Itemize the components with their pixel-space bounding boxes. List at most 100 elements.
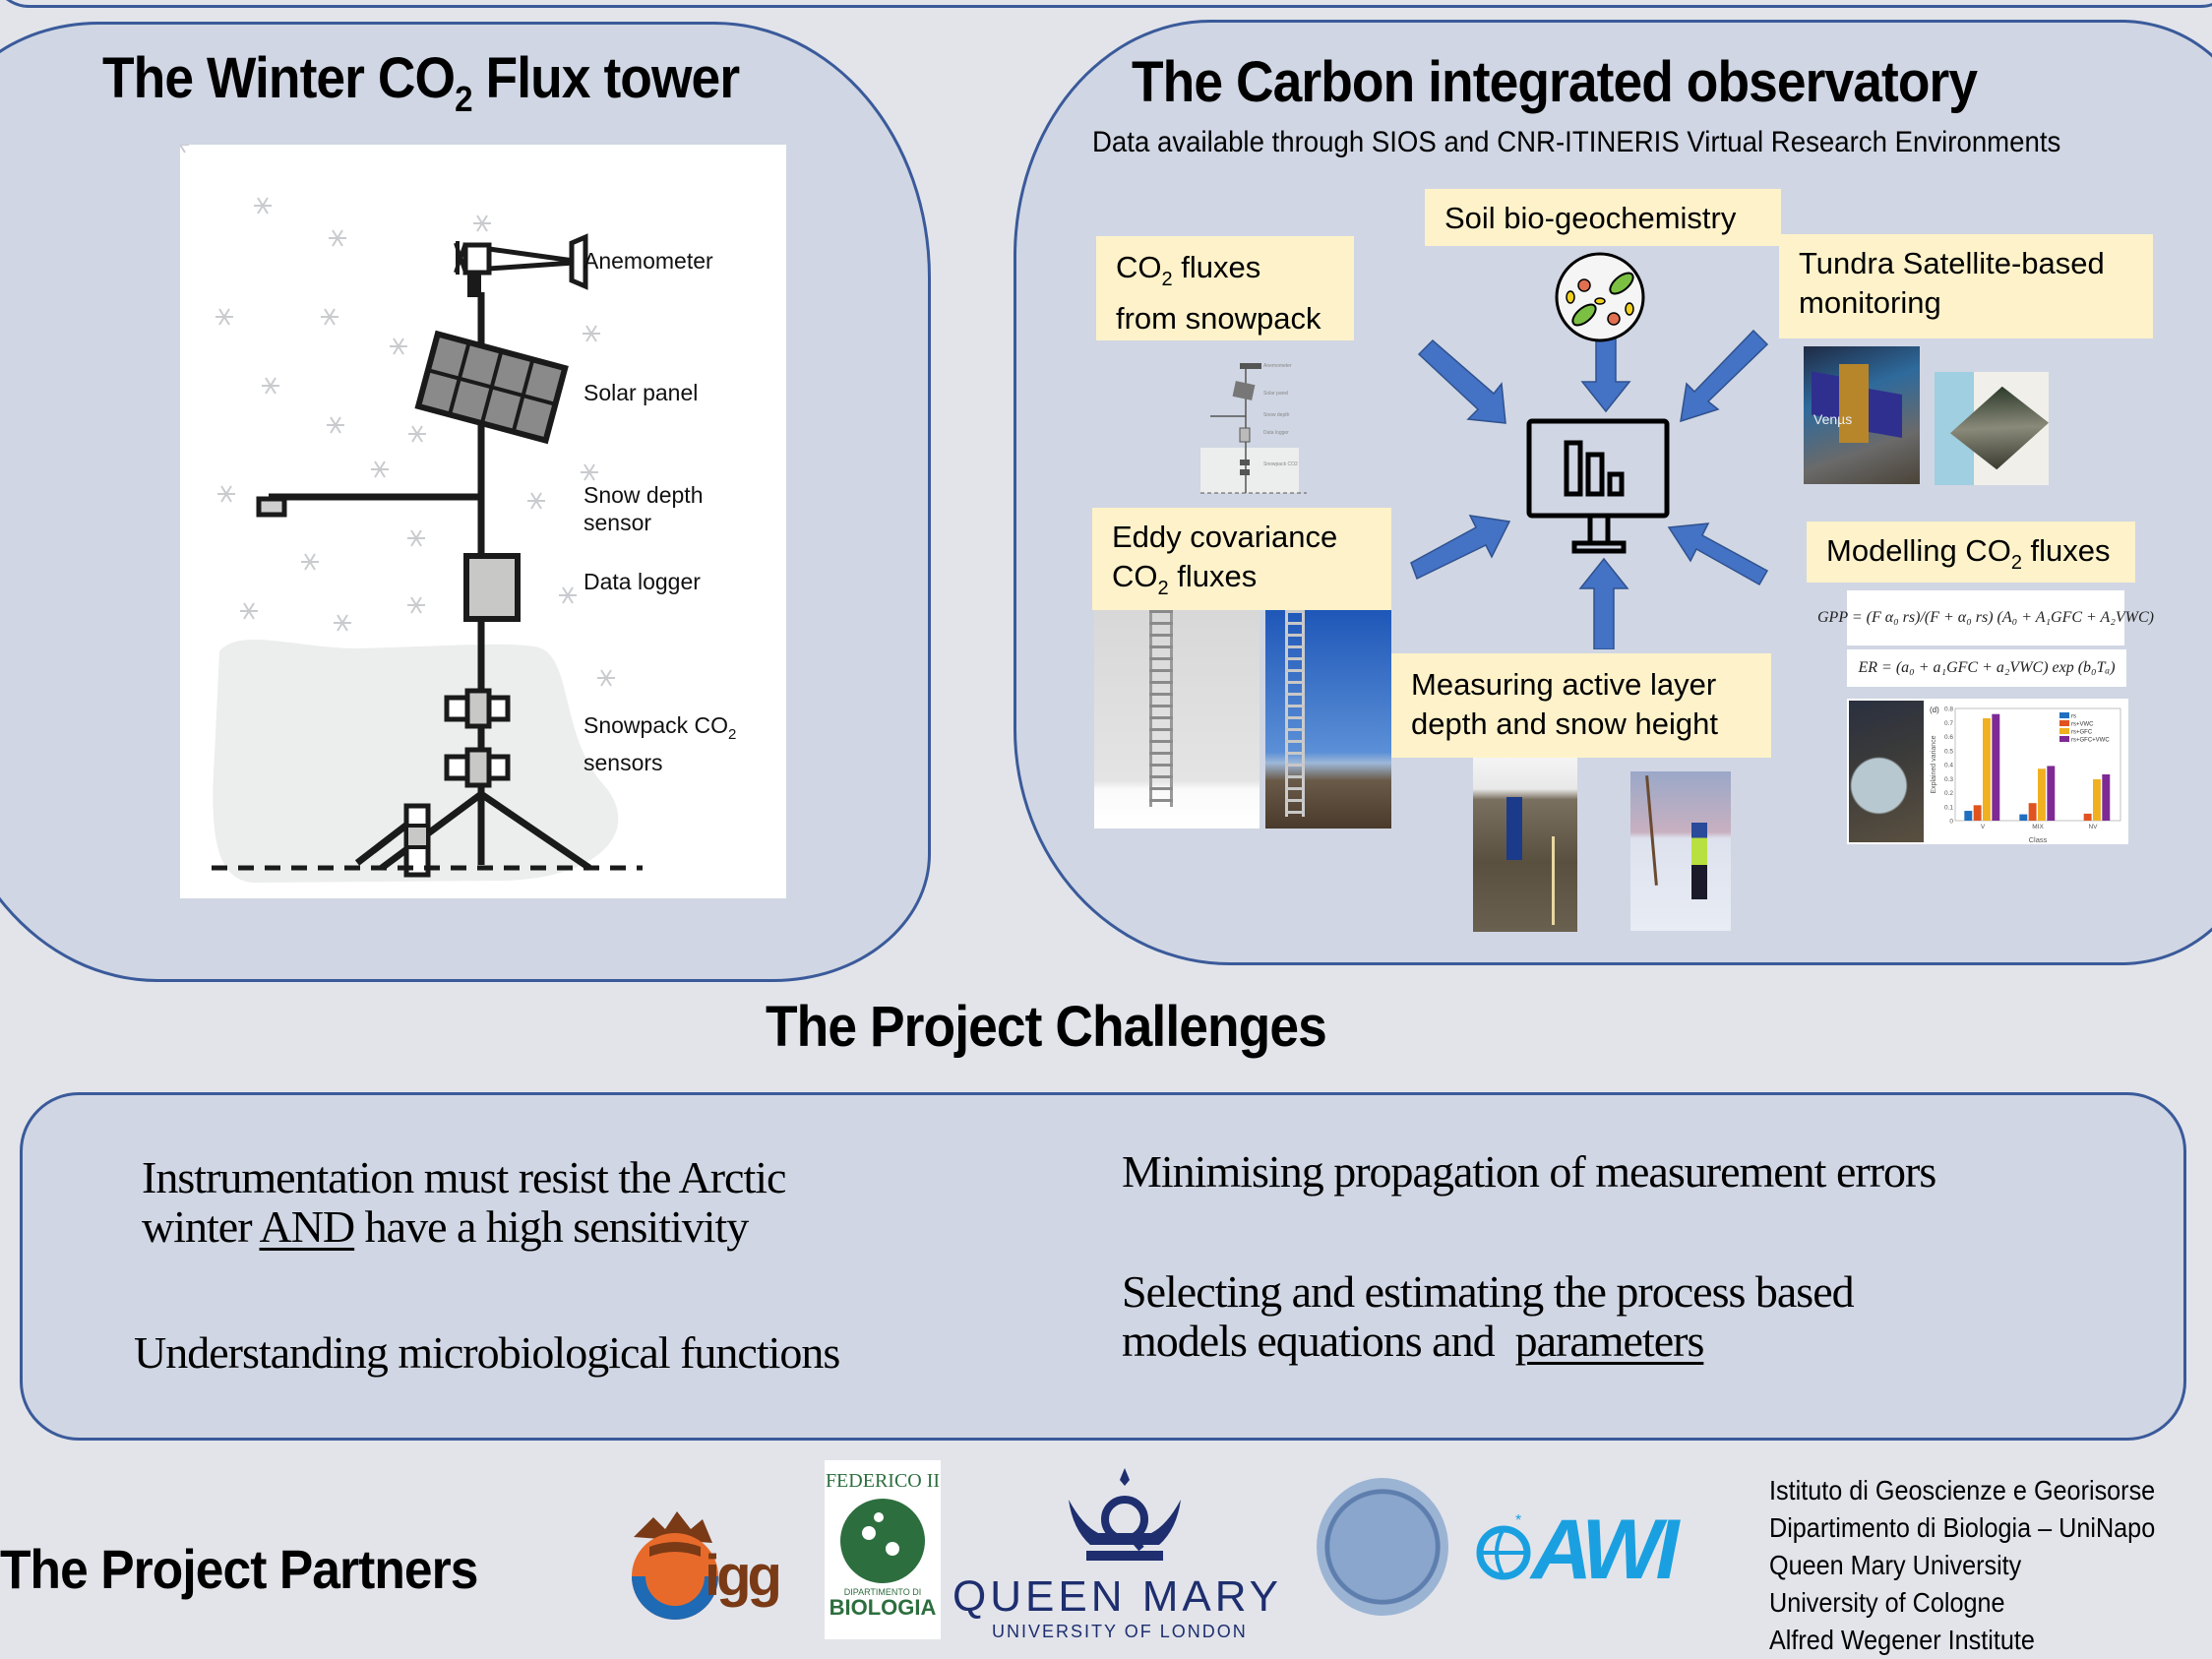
- snow-pole: [1645, 775, 1658, 886]
- x-tick-label: V: [1981, 824, 1986, 830]
- venus-label: Venµs: [1813, 411, 1853, 427]
- data-logger-icon: [463, 553, 521, 622]
- box-active-layer: Measuring active layer depth and snow he…: [1391, 653, 1771, 758]
- bar-rs-gfc-vwc: [1992, 713, 2000, 821]
- igg-logo: igg: [614, 1498, 789, 1624]
- y-axis-label: Explained variance: [1931, 735, 1937, 793]
- snow-height-photo: [1630, 771, 1731, 931]
- queen-mary-name: QUEEN MARY: [952, 1572, 1283, 1621]
- box-line: Measuring active layer: [1411, 667, 1717, 702]
- box-line: fluxes: [1168, 559, 1258, 593]
- y-tick-label: 0.8: [1944, 707, 1953, 713]
- bar-rs-vwc: [2083, 813, 2092, 821]
- label-anemometer: Anemometer: [584, 248, 713, 274]
- challenges-heading: The Project Challenges: [766, 995, 1327, 1059]
- challenge-measurement-errors: Minimising propagation of measurement er…: [1122, 1146, 1936, 1197]
- x-tick-label: MIX: [2032, 824, 2044, 830]
- box-line: monitoring: [1799, 285, 1941, 320]
- bar-rs-gfc-vwc: [2102, 773, 2111, 821]
- challenge-line: Instrumentation must resist the Arctic: [142, 1152, 786, 1202]
- box-eddy-covariance: Eddy covariance CO2 fluxes: [1092, 508, 1391, 610]
- bar-rs: [1964, 811, 1973, 821]
- federico-title: FEDERICO II: [825, 1470, 941, 1492]
- box-line: Eddy covariance: [1112, 520, 1338, 554]
- title-subscript: 2: [455, 79, 472, 119]
- box-line: fluxes: [2021, 533, 2111, 568]
- x-axis-label: Class: [2029, 835, 2048, 844]
- title-text-rest: Flux tower: [471, 46, 741, 110]
- challenge-instrumentation: Instrumentation must resist the Arctic w…: [142, 1152, 786, 1252]
- explained-variance-chart: 00.10.20.30.40.50.60.70.8(d)Explained va…: [1930, 706, 2121, 844]
- box-line: Tundra Satellite-based: [1799, 246, 2105, 280]
- challenge-microbiological: Understanding microbiological functions: [134, 1327, 840, 1378]
- challenge-emphasis: parameters: [1514, 1316, 1705, 1366]
- active-layer-photo: [1473, 758, 1577, 932]
- chart-title: (d): [1930, 706, 1939, 714]
- solar-panel-icon: [414, 330, 569, 445]
- box-satellite-monitoring: Tundra Satellite-based monitoring: [1779, 234, 2153, 338]
- legend-swatch: [2059, 728, 2069, 734]
- partner-item: Alfred Wegener Institute: [1769, 1625, 2035, 1655]
- arrow-from-right-icon: [1667, 522, 1769, 586]
- satellite-map-image: [1935, 372, 2049, 485]
- snow-depth-sensor-icon: [256, 496, 287, 518]
- y-tick-label: 0.7: [1944, 720, 1953, 727]
- y-tick-label: 0.3: [1944, 776, 1953, 783]
- university-cologne-seal-icon: [1317, 1478, 1448, 1616]
- label-line: Snowpack CO: [584, 712, 729, 738]
- svg-text:Snow depth: Snow depth: [1263, 412, 1290, 418]
- bar-rs-gfc: [2093, 778, 2101, 821]
- svg-text:Anemometer: Anemometer: [1263, 363, 1292, 369]
- y-tick-label: 0.4: [1944, 763, 1953, 769]
- arrow-from-left-icon: [1410, 515, 1511, 581]
- arrow-from-bottom-icon: [1578, 557, 1629, 649]
- microbes-icon: [1555, 252, 1645, 342]
- y-tick-label: 0.6: [1944, 734, 1953, 741]
- partner-item: Dipartimento di Biologia – UniNapo: [1769, 1512, 2156, 1543]
- y-tick-label: 0.5: [1944, 748, 1953, 755]
- monitor-chart-icon: [1526, 418, 1670, 554]
- partner-item: Queen Mary University: [1769, 1550, 2022, 1580]
- label-line: Snow depth: [584, 482, 704, 508]
- challenge-line: have a high sensitivity: [354, 1201, 750, 1252]
- satellite-body: [1839, 364, 1869, 443]
- svg-text:Solar panel: Solar panel: [1263, 391, 1288, 397]
- snowpack-co2-sensor-icon: [403, 688, 511, 878]
- igg-logo-icon: [632, 1511, 718, 1620]
- y-tick-label: 0.2: [1944, 790, 1953, 797]
- arrow-from-top-icon: [1580, 334, 1631, 413]
- label-subscript: 2: [728, 726, 737, 743]
- data-flow-diagram: [1410, 252, 1769, 649]
- eddy-tower-summer-photo: [1265, 610, 1391, 829]
- bar-rs-vwc: [2028, 803, 2037, 821]
- bar-rs-gfc: [1983, 717, 1991, 821]
- federico-biologia: BIOLOGIA: [829, 1595, 937, 1620]
- gpp-equation: GPP = (F α₀ rs)/(F + α₀ rs) (A₀ + A₁GFC …: [1817, 590, 2154, 645]
- label-line: sensor: [584, 510, 652, 535]
- observatory-subtitle: Data available through SIOS and CNR-ITIN…: [1092, 126, 2061, 158]
- partners-list: Istituto di Geoscienze e Georisorse Dipa…: [1769, 1472, 2155, 1659]
- box-soil-biogeochemistry: Soil bio-geochemistry: [1425, 189, 1781, 246]
- observatory-title: The Carbon integrated observatory: [1132, 50, 1978, 114]
- person: [1691, 823, 1707, 899]
- legend-label: rs+GFC: [2071, 730, 2093, 736]
- chamber-photo: [1849, 701, 1924, 842]
- bar-rs: [2019, 814, 2028, 821]
- er-equation: ER = (a₀ + a₁GFC + a₂VWC) exp (b₀Tₐ): [1847, 649, 2126, 687]
- federico-dept: DIPARTIMENTO DI: [843, 1587, 922, 1597]
- legend-label: rs+VWC: [2071, 722, 2094, 728]
- queen-mary-logo: QUEEN MARY UNIVERSITY OF LONDON: [952, 1466, 1307, 1643]
- box-line: CO: [1116, 250, 1162, 284]
- bar-rs-vwc: [1973, 805, 1982, 821]
- box-line: fluxes: [1172, 250, 1261, 284]
- legend-swatch: [2059, 720, 2069, 726]
- box-subscript: 2: [2010, 552, 2022, 574]
- x-tick-label: NV: [2088, 824, 2098, 830]
- box-subscript: 2: [1161, 269, 1173, 290]
- challenge-line: winter: [142, 1201, 260, 1252]
- tower-illustration: [171, 136, 643, 884]
- svg-text:*: *: [1515, 1512, 1521, 1529]
